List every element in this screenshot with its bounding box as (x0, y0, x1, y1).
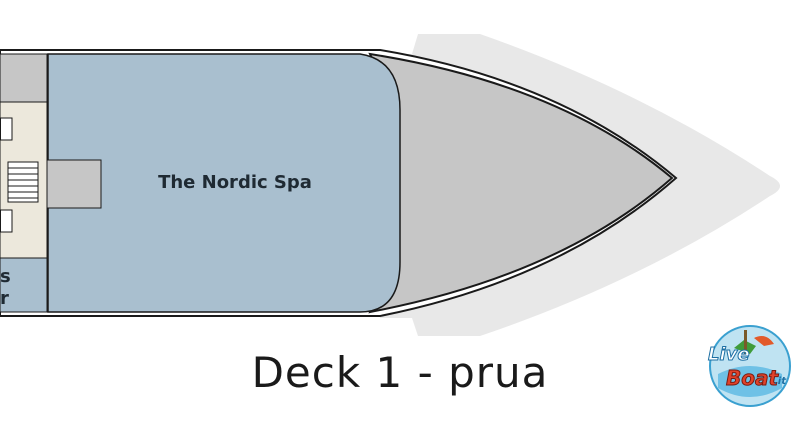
spa-label: The Nordic Spa (158, 172, 312, 193)
stair-steps (8, 167, 38, 199)
stairs (7, 161, 39, 203)
deck-title: Deck 1 - prua (251, 348, 549, 397)
left-room-top (0, 53, 48, 103)
logo-suffix: .it (774, 376, 787, 387)
cut-room-label-1: s (0, 266, 11, 287)
liveboat-logo: Live Boat .it (704, 318, 796, 412)
cut-room-label-2: r (0, 288, 9, 309)
service-block (46, 159, 102, 209)
left-room-bottom (0, 257, 48, 313)
spa-room (47, 53, 401, 313)
logo-word-boat: Boat (725, 366, 779, 391)
logo-word-live: Live (708, 344, 751, 366)
